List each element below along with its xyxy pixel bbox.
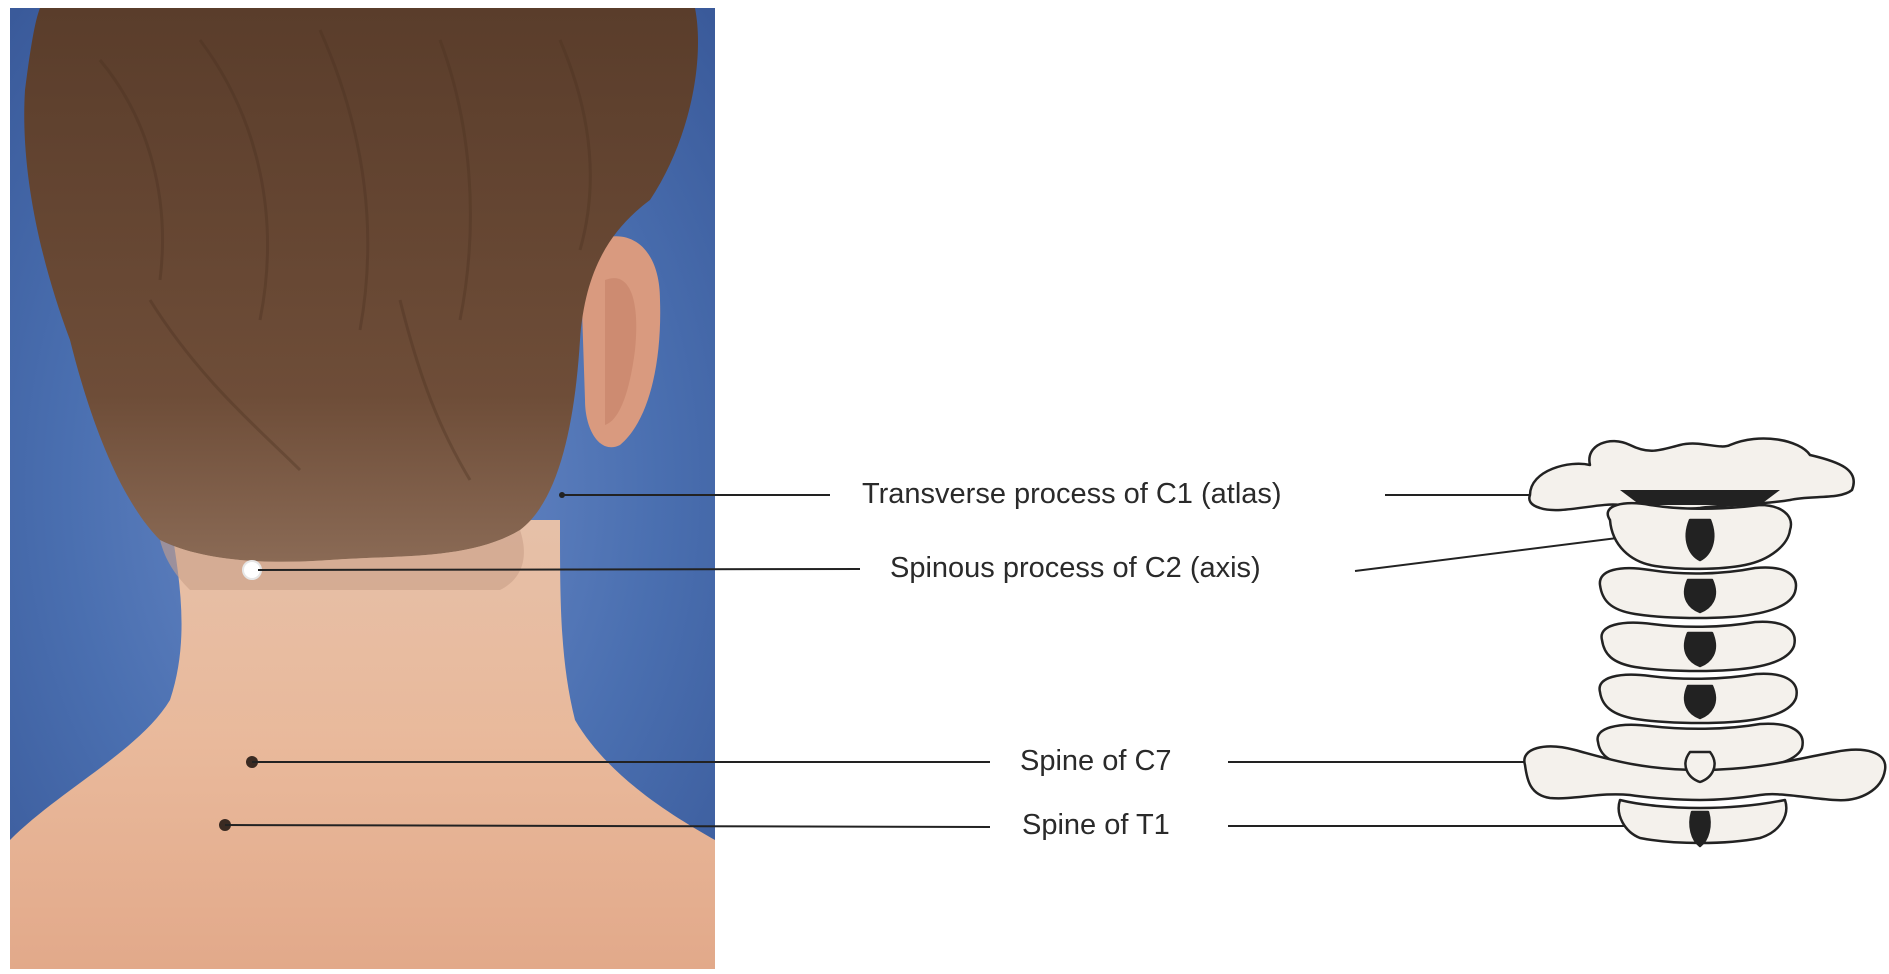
c2-leader-left [258, 569, 860, 570]
label-spine-c7: Spine of C7 [1020, 747, 1172, 776]
label-spine-t1: Spine of T1 [1022, 811, 1170, 840]
label-c2-axis: Spinous process of C2 (axis) [890, 554, 1261, 583]
cervical-spine-illustration [1524, 438, 1885, 846]
label-c1-atlas: Transverse process of C1 (atlas) [862, 480, 1282, 509]
